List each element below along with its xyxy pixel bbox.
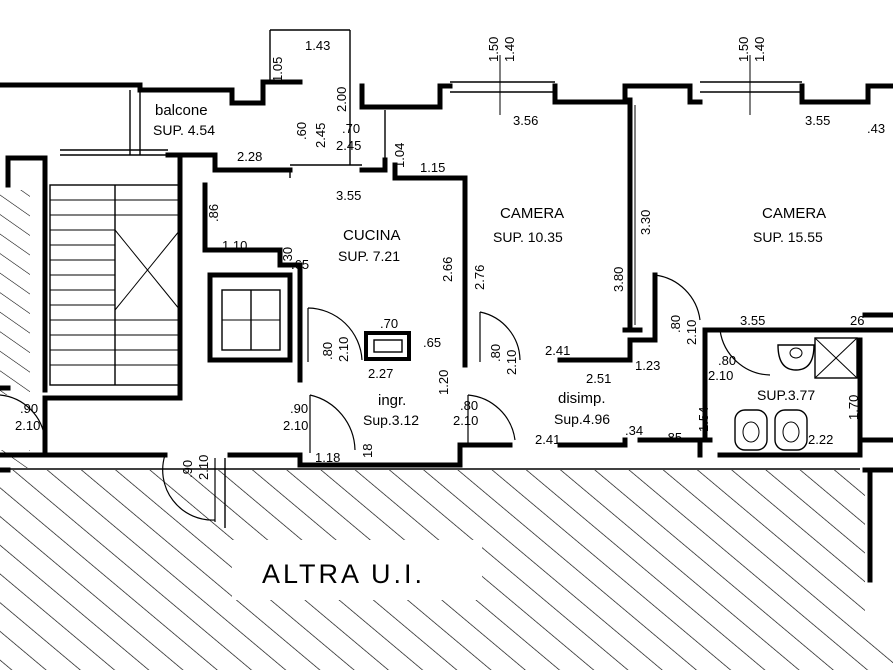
- room-area-camera-1: SUP. 10.35: [493, 229, 563, 245]
- dim-label: 3.56: [513, 113, 538, 128]
- dim-label: 1.40: [502, 37, 517, 62]
- dim-label: 3.30: [638, 210, 653, 235]
- dim-label: .85: [664, 430, 682, 445]
- dim-label: 2.10: [15, 418, 40, 433]
- dim-label: 2.41: [535, 432, 560, 447]
- dim-label: 2.41: [545, 343, 570, 358]
- dim-label: .43: [867, 121, 885, 136]
- dim-label: .30: [280, 247, 295, 265]
- dim-label: 3.55: [336, 188, 361, 203]
- dim-label: 1.05: [270, 57, 285, 82]
- dim-label: 1.23: [635, 358, 660, 373]
- dim-label: .65: [291, 257, 309, 272]
- dim-label: .80: [718, 353, 736, 368]
- dimension-labels: 1.43 3.56 3.55 .43 2.28 .70 2.45 1.15 3.…: [15, 38, 885, 465]
- dim-label: 2.76: [472, 265, 487, 290]
- dim-label: 2.66: [440, 257, 455, 282]
- room-name-disimpegno: disimp.: [558, 390, 606, 407]
- dim-label: .80: [460, 398, 478, 413]
- dim-label: .70: [342, 121, 360, 136]
- room-area-ingresso: Sup.3.12: [363, 412, 419, 428]
- walls: [0, 79, 893, 583]
- other-unit-area: [0, 468, 893, 670]
- bathroom-fixtures: [734, 337, 858, 451]
- dim-label: 2.00: [334, 87, 349, 112]
- dim-label: 1.40: [752, 37, 767, 62]
- staircase: [49, 184, 181, 386]
- dim-label: 1.04: [392, 143, 407, 168]
- room-name-camera-1: CAMERA: [500, 205, 564, 222]
- dim-label: 1.18: [315, 450, 340, 465]
- dim-label: 1.70: [846, 395, 861, 420]
- room-area-cucina: SUP. 7.21: [338, 248, 400, 264]
- room-name-balcone: balcone: [155, 102, 208, 119]
- dim-label: .86: [206, 204, 221, 222]
- dim-label: 1.10: [222, 238, 247, 253]
- dim-label: .90: [180, 460, 195, 478]
- dim-label: 2.10: [283, 418, 308, 433]
- dim-label: 1.20: [436, 370, 451, 395]
- dim-label: 2.10: [684, 320, 699, 345]
- room-area-balcone: SUP. 4.54: [153, 122, 215, 138]
- room-name-ingresso: ingr.: [378, 392, 406, 409]
- dim-label: .90: [290, 401, 308, 416]
- dim-label: 2.10: [708, 368, 733, 383]
- dim-label: 1.43: [305, 38, 330, 53]
- dim-label: 2.22: [808, 432, 833, 447]
- dim-label: .80: [320, 342, 335, 360]
- dim-label: .60: [294, 122, 309, 140]
- dim-label: 1.50: [736, 37, 751, 62]
- doors: [0, 274, 771, 528]
- dim-label: 2.45: [313, 123, 328, 148]
- dim-label: 3.55: [805, 113, 830, 128]
- dim-label: 2.10: [453, 413, 478, 428]
- lift: [221, 289, 281, 351]
- dim-label: .65: [423, 335, 441, 350]
- room-area-bagno: SUP.3.77: [757, 387, 815, 403]
- dim-label: 1.54: [696, 407, 711, 432]
- dim-label: .34: [625, 423, 643, 438]
- dim-label: 2.51: [586, 371, 611, 386]
- dim-label: 3.80: [611, 267, 626, 292]
- construction-lines: [60, 29, 802, 325]
- dim-label: 1.50: [486, 37, 501, 62]
- dim-label: 1.15: [420, 160, 445, 175]
- dim-label: .70: [380, 316, 398, 331]
- room-area-disimpegno: Sup.4.96: [554, 411, 610, 427]
- room-name-cucina: CUCINA: [343, 227, 401, 244]
- vertical-dimension-labels: 1.05 2.00 1.50 1.40 1.50 1.40 .60 2.45 1…: [180, 37, 861, 480]
- dim-label: 2.28: [237, 149, 262, 164]
- dim-label: 26: [850, 313, 864, 328]
- dim-label: .80: [668, 315, 683, 333]
- dim-label: .90: [20, 401, 38, 416]
- dim-label: 2.45: [336, 138, 361, 153]
- dim-label: 2.10: [336, 337, 351, 362]
- room-name-camera-2: CAMERA: [762, 205, 826, 222]
- room-area-camera-2: SUP. 15.55: [753, 229, 823, 245]
- dim-label: 3.55: [740, 313, 765, 328]
- kitchen-hob: [364, 331, 411, 361]
- dim-label: 2.27: [368, 366, 393, 381]
- dim-label: 18: [360, 444, 375, 458]
- dim-label: .80: [488, 344, 503, 362]
- other-unit-label: ALTRA U.I.: [262, 559, 425, 589]
- dim-label: 2.10: [196, 455, 211, 480]
- dim-label: 2.10: [504, 350, 519, 375]
- room-labels: balcone SUP. 4.54 CUCINA SUP. 7.21 CAMER…: [153, 102, 826, 589]
